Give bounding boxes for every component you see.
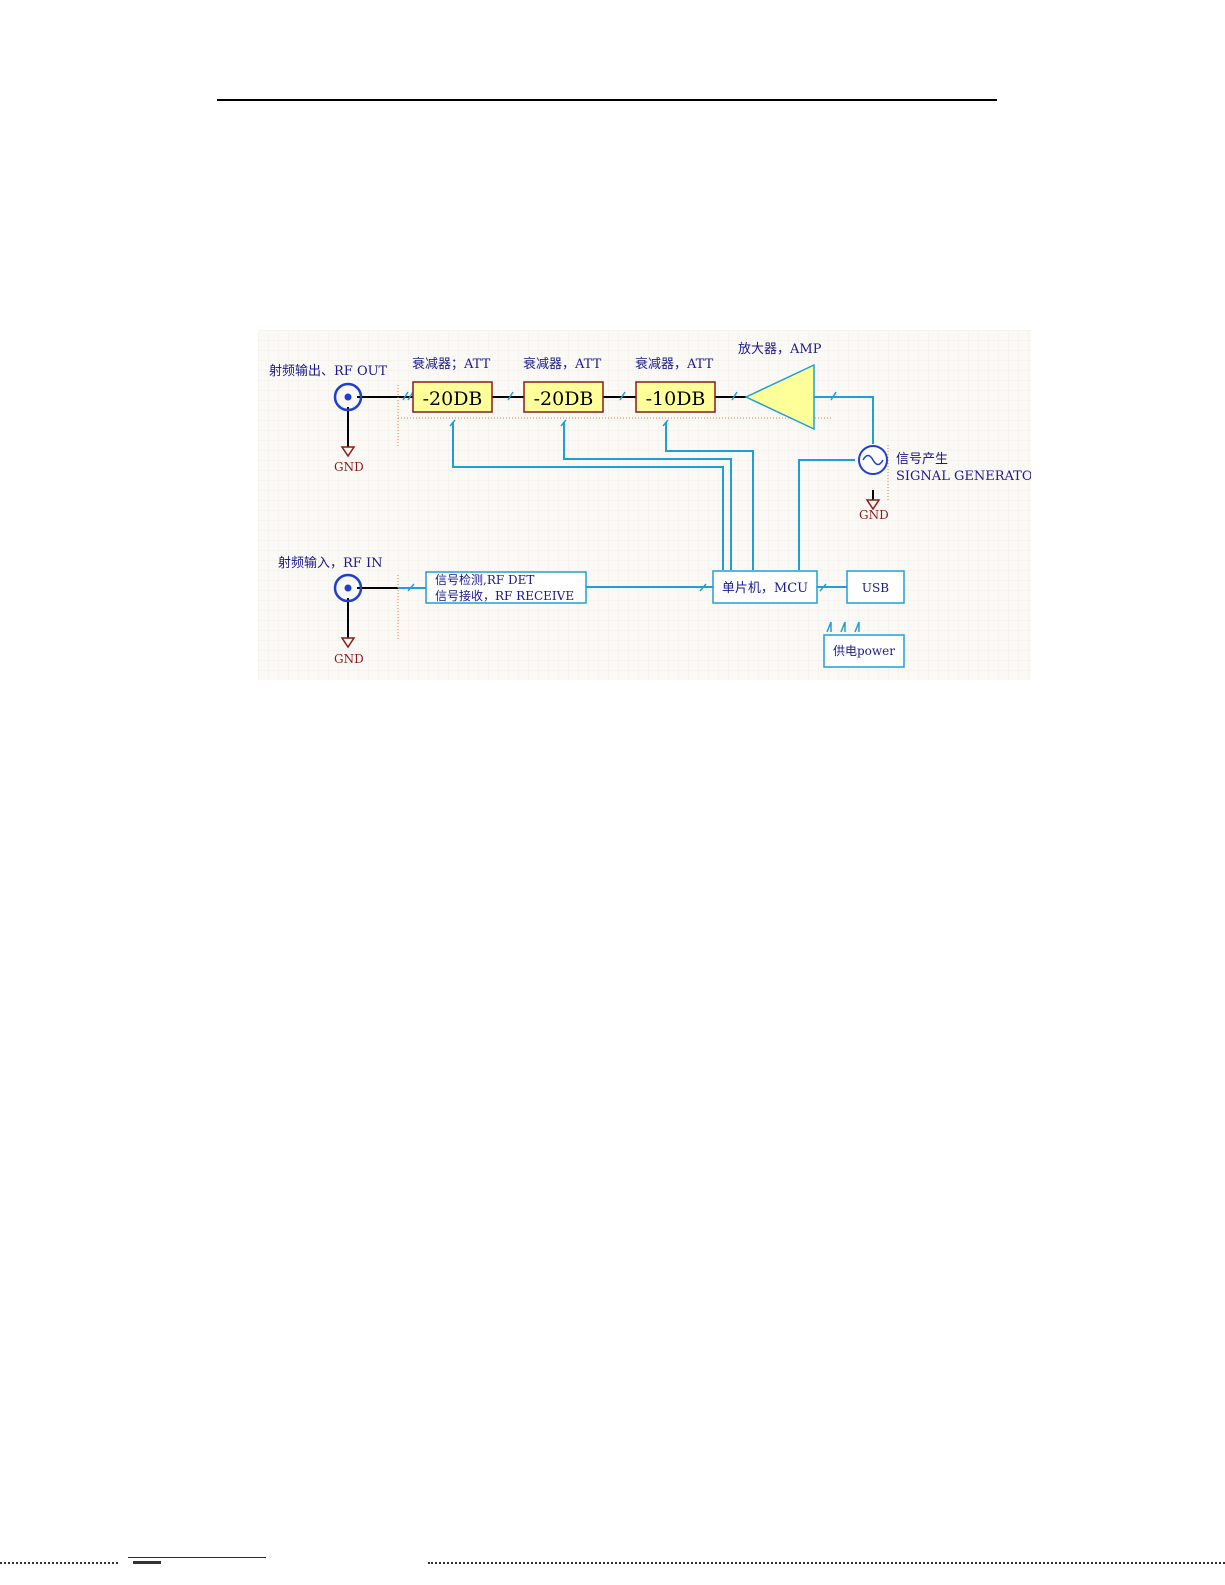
attenuator-1-value: -20DB (423, 388, 483, 410)
signal-generator-cn: 信号产生 (896, 452, 948, 467)
footer-mark (133, 1561, 161, 1564)
amplifier-caption: 放大器，AMP (738, 342, 822, 357)
attenuator-3: -10DB (636, 382, 715, 412)
footer-dotted-rule-right (428, 1562, 1225, 1564)
mcu-label: 单片机，MCU (722, 581, 808, 596)
usb-label: USB (862, 581, 889, 595)
gnd-label-siggen: GND (859, 508, 889, 522)
attenuator-1: -20DB (413, 382, 492, 412)
gnd-label-rf-out: GND (334, 460, 364, 474)
signal-generator-en: SIGNAL GENERATOR (896, 469, 1031, 484)
header-rule (217, 99, 997, 101)
usb-block: USB (847, 571, 904, 603)
rf-out-label: 射频输出、RF OUT (269, 363, 388, 379)
rf-in-label: 射频输入，RF IN (278, 555, 382, 571)
attenuator-2-caption: 衰减器，ATT (523, 356, 602, 372)
attenuator-2: -20DB (524, 382, 603, 412)
mcu-block: 单片机，MCU (713, 571, 817, 603)
footer-link-underline (128, 1557, 266, 1558)
attenuator-3-value: -10DB (646, 388, 706, 410)
power-label: 供电power (833, 644, 895, 658)
attenuator-1-caption: 衰减器；ATT (412, 356, 491, 372)
rf-detector-line2: 信号接收，RF RECEIVE (435, 588, 574, 603)
block-diagram: 射频输出、RF OUT GND -20DB 衰减器；ATT -20DB 衰减器，… (258, 330, 1031, 680)
attenuator-2-value: -20DB (534, 388, 594, 410)
rf-detector-line1: 信号检测,RF DET (435, 572, 534, 587)
attenuator-3-caption: 衰减器，ATT (635, 356, 714, 372)
footer-dotted-rule-left (0, 1562, 118, 1564)
power-block: 供电power (824, 635, 904, 667)
rf-detector-block: 信号检测,RF DET 信号接收，RF RECEIVE (426, 572, 586, 603)
gnd-label-rf-in: GND (334, 652, 364, 666)
